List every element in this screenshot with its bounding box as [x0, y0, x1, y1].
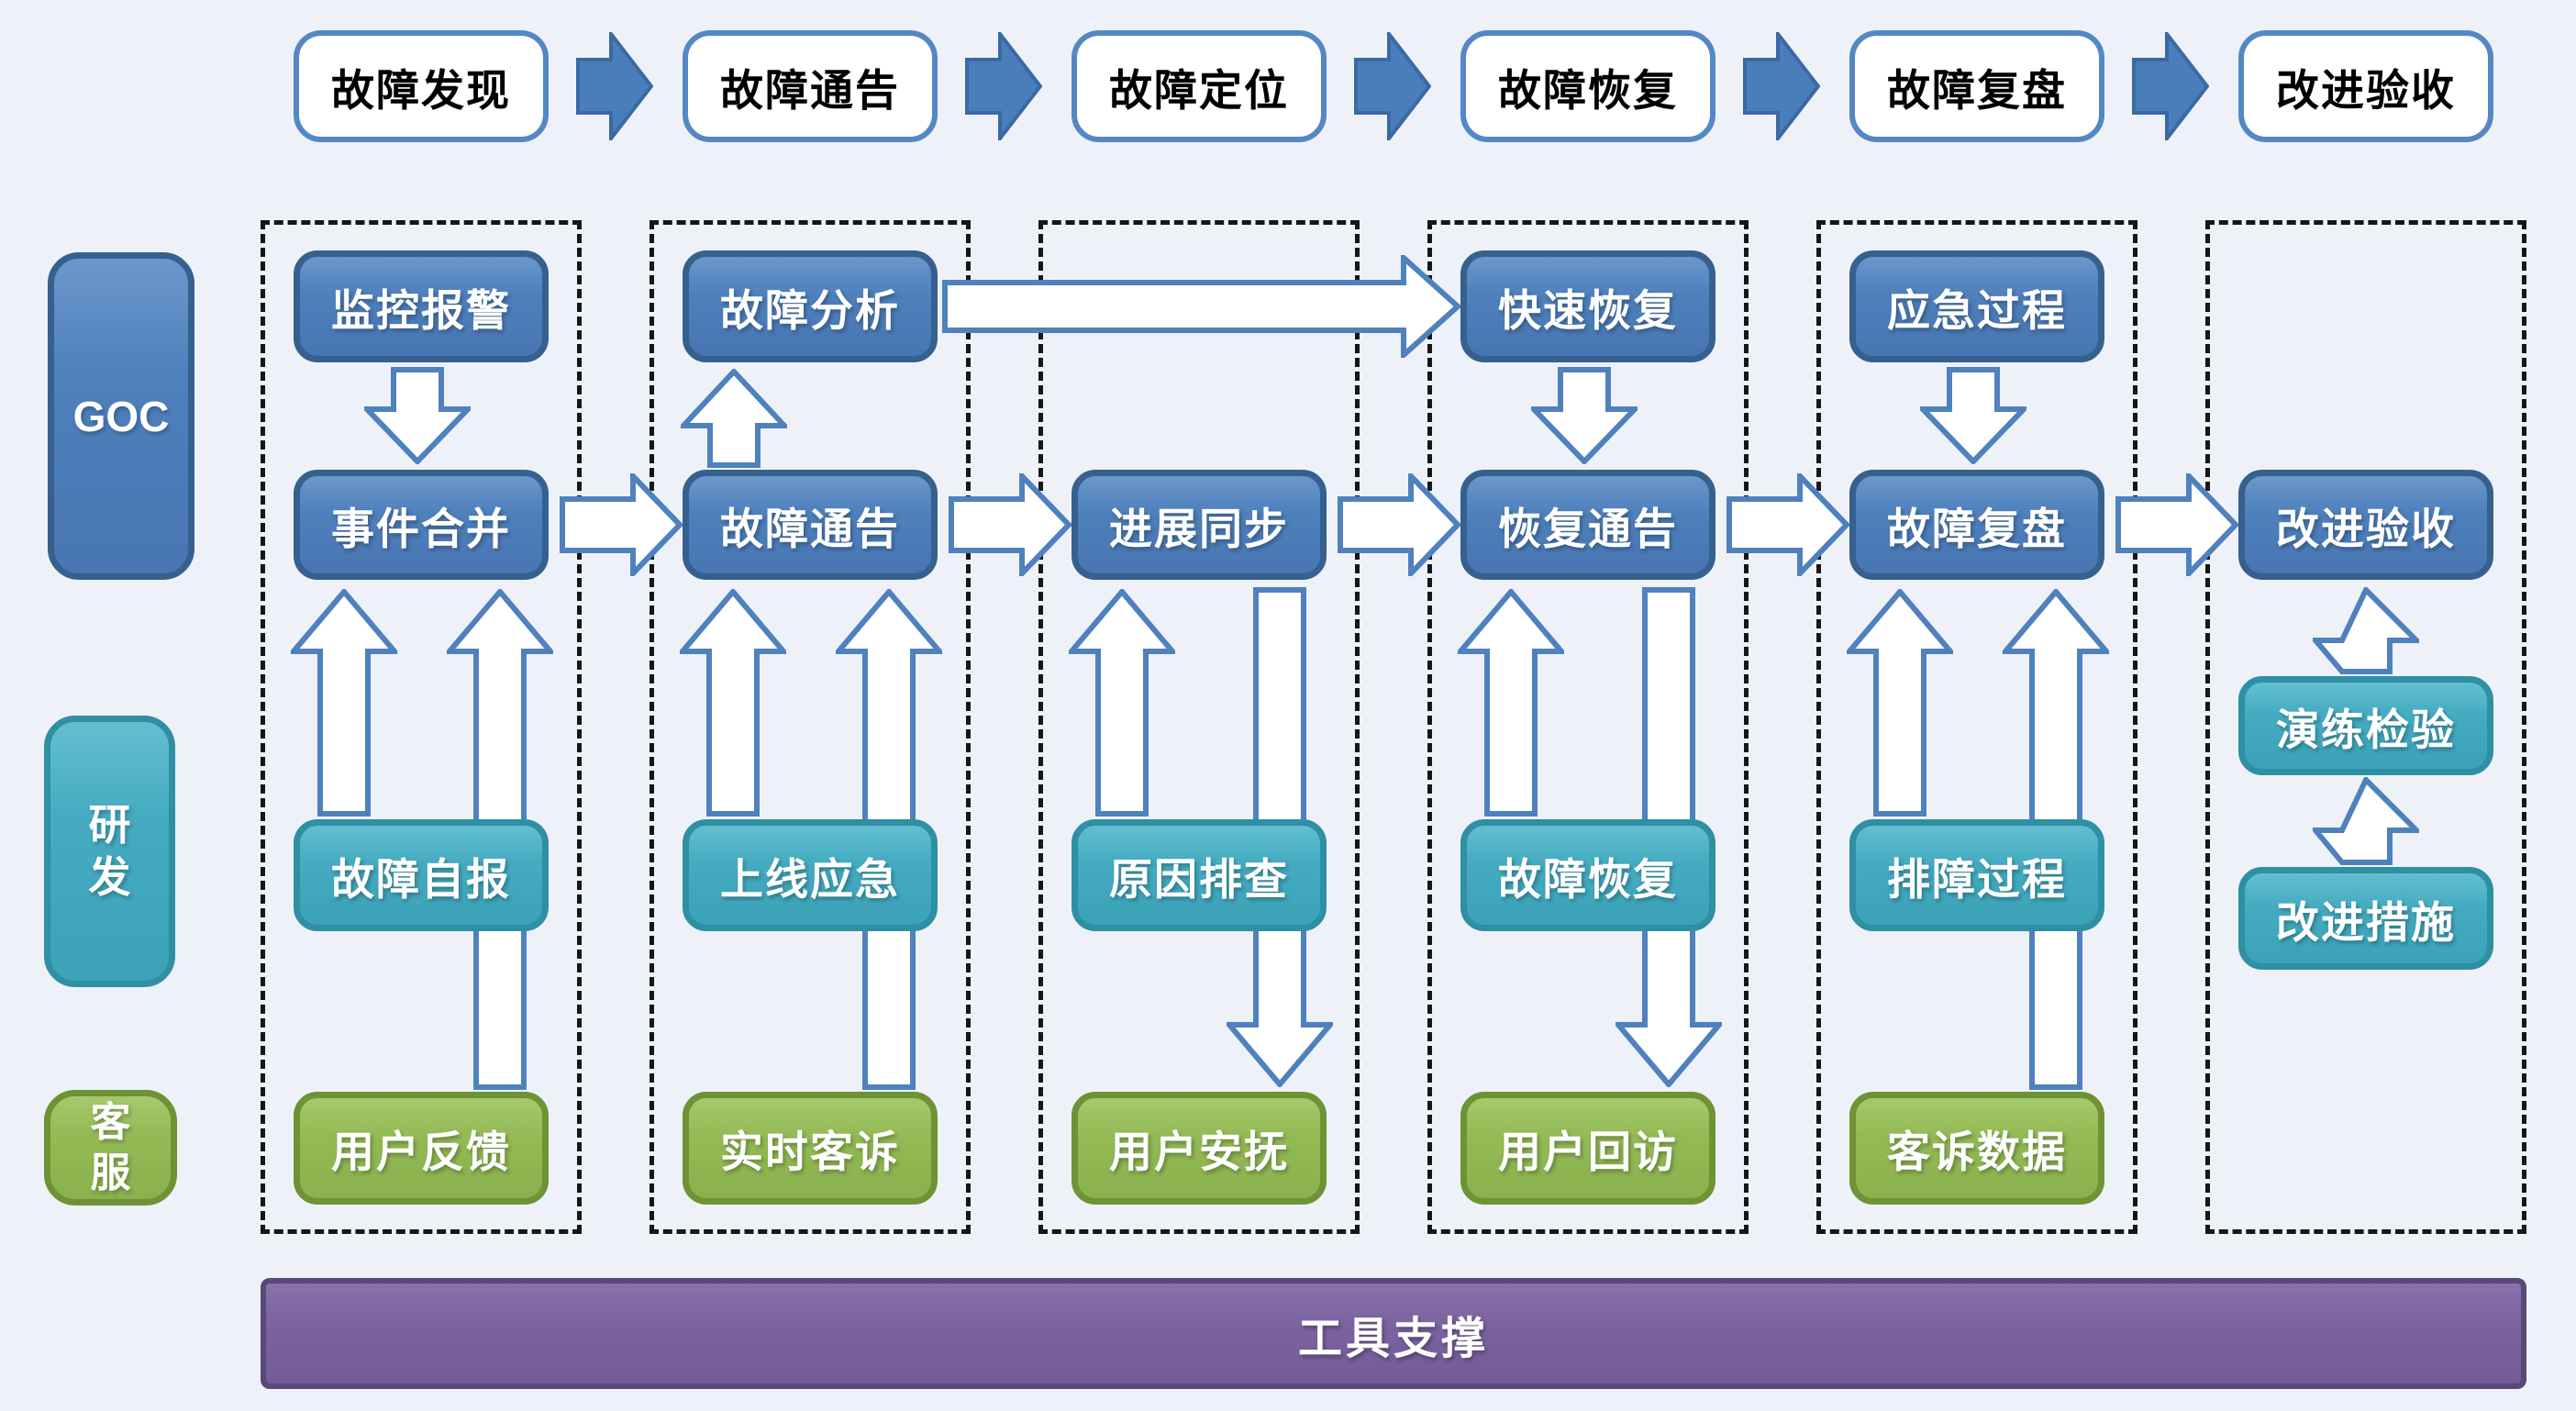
phase-frame-notification	[650, 220, 971, 1234]
node-fault-notice: 故障通告	[683, 470, 938, 580]
phase-frame-discovery	[261, 220, 582, 1234]
lane-dev-text: 研发	[88, 800, 131, 902]
arrow-monitoring-to-merge-icon	[364, 367, 471, 464]
lane-goc-text: GOC	[72, 392, 170, 440]
arrow-analysis-to-quickrec-icon	[942, 255, 1460, 358]
arrow-measures-to-drill-icon	[2313, 777, 2419, 865]
node-recovery-notice: 恢复通告	[1460, 470, 1715, 580]
phase-arrow-3-icon	[1354, 32, 1431, 140]
arrow-process-to-review-icon	[1920, 367, 2026, 464]
node-drill-verification: 演练检验	[2238, 676, 2493, 775]
node-quick-recovery: 快速恢复	[1460, 250, 1715, 362]
phase-arrow-2-icon	[965, 32, 1042, 140]
node-fault-review: 故障复盘	[1849, 470, 2104, 580]
node-user-feedback: 用户反馈	[294, 1092, 549, 1205]
phase-frame-recovery	[1427, 220, 1749, 1234]
arrow-troubleshoot-up-icon	[1847, 589, 1953, 817]
phase-arrow-1-icon	[576, 32, 653, 140]
node-troubleshoot-process: 排障过程	[1849, 819, 2104, 931]
lane-label-dev: 研发	[44, 716, 175, 987]
node-monitoring-alert: 监控报警	[294, 250, 549, 362]
phase-frame-review	[1816, 220, 2137, 1234]
arrow-cause-up-icon	[1069, 589, 1175, 817]
arrow-selfreport-up-icon	[291, 589, 397, 817]
tool-support-label: 工具支撑	[1297, 1314, 1489, 1363]
node-self-report: 故障自报	[294, 819, 549, 931]
arrow-notice-to-analysis-icon	[681, 369, 787, 468]
phase-box-fault-localization: 故障定位	[1071, 30, 1327, 142]
arrow-review-to-accept-icon	[2115, 473, 2238, 576]
node-user-revisit: 用户回访	[1460, 1092, 1715, 1205]
lane-label-goc: GOC	[48, 252, 194, 580]
node-realtime-complaints: 实时客诉	[683, 1092, 938, 1205]
phase-box-fault-notification: 故障通告	[683, 30, 938, 142]
node-improvement-measures: 改进措施	[2238, 867, 2493, 970]
arrow-recnotice-to-review-icon	[1727, 473, 1849, 576]
arrow-drill-to-accept-icon	[2313, 587, 2419, 674]
node-event-merge: 事件合并	[294, 470, 549, 580]
lane-label-cs: 客服	[44, 1090, 177, 1205]
node-progress-sync: 进展同步	[1071, 470, 1327, 580]
phase-frame-localization	[1038, 220, 1360, 1234]
arrow-quickrec-to-notice-icon	[1531, 367, 1638, 464]
node-online-emergency: 上线应急	[683, 819, 938, 931]
node-fault-recovery: 故障恢复	[1460, 819, 1715, 931]
phase-box-fault-review: 故障复盘	[1849, 30, 2104, 142]
arrow-emergency-up-icon	[680, 589, 786, 817]
node-user-appeasement: 用户安抚	[1071, 1092, 1327, 1205]
node-complaint-data: 客诉数据	[1849, 1092, 2104, 1205]
phase-box-fault-recovery: 故障恢复	[1460, 30, 1715, 142]
arrow-notice-to-sync-icon	[949, 473, 1071, 576]
lane-cs-text: 客服	[90, 1100, 131, 1195]
phase-box-fault-discovery: 故障发现	[294, 30, 549, 142]
phase-arrow-5-icon	[2132, 32, 2209, 140]
node-improvement-acceptance: 改进验收	[2238, 470, 2493, 580]
arrow-faultrec-up-icon	[1458, 589, 1564, 817]
phase-arrow-4-icon	[1743, 32, 1820, 140]
arrow-merge-to-notice-icon	[560, 473, 683, 576]
node-fault-analysis: 故障分析	[683, 250, 938, 362]
phase-frame-acceptance	[2205, 220, 2526, 1234]
phase-box-improvement: 改进验收	[2238, 30, 2493, 142]
node-emergency-process: 应急过程	[1849, 250, 2104, 362]
node-cause-investigation: 原因排查	[1071, 819, 1327, 931]
arrow-sync-to-recnotice-icon	[1338, 473, 1460, 576]
tool-support-bar: 工具支撑	[261, 1278, 2526, 1389]
